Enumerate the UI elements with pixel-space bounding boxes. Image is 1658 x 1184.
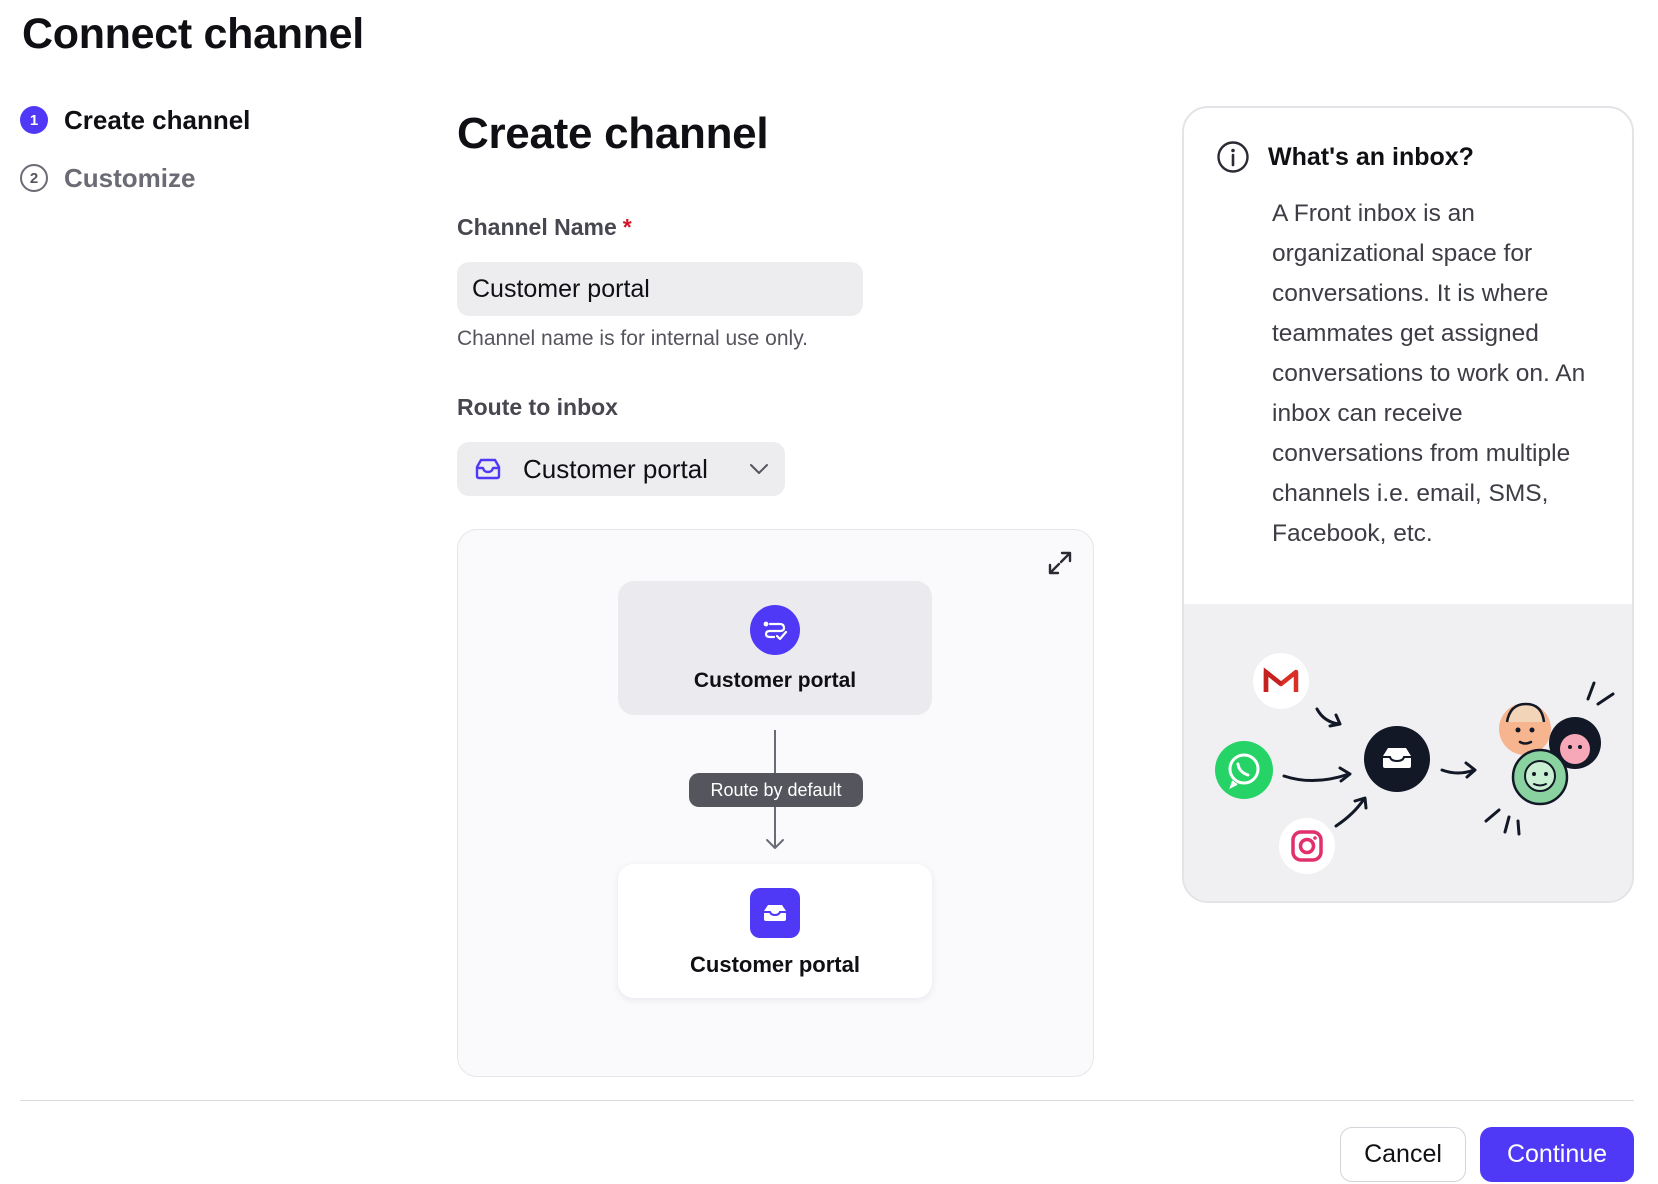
source-channel-label: Customer portal — [693, 669, 857, 692]
form-title: Create channel — [457, 109, 769, 158]
source-channel-node[interactable]: Customer portal — [618, 581, 932, 715]
teammates-avatars — [1499, 702, 1601, 806]
footer-divider — [20, 1100, 1634, 1101]
chevron-down-icon — [750, 464, 768, 474]
instagram-icon — [1279, 818, 1335, 874]
gmail-icon — [1253, 653, 1309, 709]
inbox-info-panel: What's an inbox? A Front inbox is an org… — [1182, 106, 1634, 903]
channel-name-label: Channel Name* — [457, 214, 632, 241]
target-inbox-label: Customer portal — [690, 952, 860, 977]
page-title: Connect channel — [22, 10, 364, 58]
expand-button[interactable] — [1043, 546, 1077, 580]
step-label: Create channel — [64, 104, 251, 135]
inbox-icon — [750, 888, 800, 938]
inbox-icon — [1364, 726, 1430, 792]
info-title: What's an inbox? — [1268, 142, 1474, 171]
cancel-button[interactable]: Cancel — [1340, 1127, 1466, 1182]
step-label: Customize — [64, 162, 196, 193]
inbox-icon — [475, 458, 501, 480]
info-body: A Front inbox is an organizational space… — [1272, 200, 1586, 547]
step-customize[interactable]: 2 Customize — [20, 158, 250, 198]
target-inbox-node[interactable]: Customer portal — [618, 864, 932, 998]
channel-name-help: Channel name is for internal use only. — [457, 327, 808, 350]
channel-name-label-text: Channel Name — [457, 214, 617, 240]
step-create-channel[interactable]: 1 Create channel — [20, 100, 250, 140]
continue-button[interactable]: Continue — [1480, 1127, 1634, 1182]
route-to-inbox-label: Route to inbox — [457, 394, 618, 420]
info-icon — [1217, 141, 1249, 173]
info-header: What's an inbox? — [1216, 140, 1474, 174]
stepper: 1 Create channel 2 Customize — [20, 100, 250, 216]
whatsapp-icon — [1215, 741, 1273, 799]
routing-diagram: Customer portal Route by default Custome… — [457, 529, 1094, 1077]
step-number-badge: 1 — [20, 106, 48, 134]
required-marker: * — [622, 214, 632, 240]
step-number-badge: 2 — [20, 164, 48, 192]
channel-route-icon — [750, 605, 800, 655]
route-inbox-select[interactable]: Customer portal — [457, 442, 785, 496]
route-inbox-value: Customer portal — [523, 453, 708, 484]
inbox-illustration — [1184, 604, 1632, 901]
expand-icon — [1048, 551, 1072, 575]
channel-name-input[interactable] — [457, 262, 863, 316]
route-by-default-badge: Route by default — [689, 773, 863, 807]
